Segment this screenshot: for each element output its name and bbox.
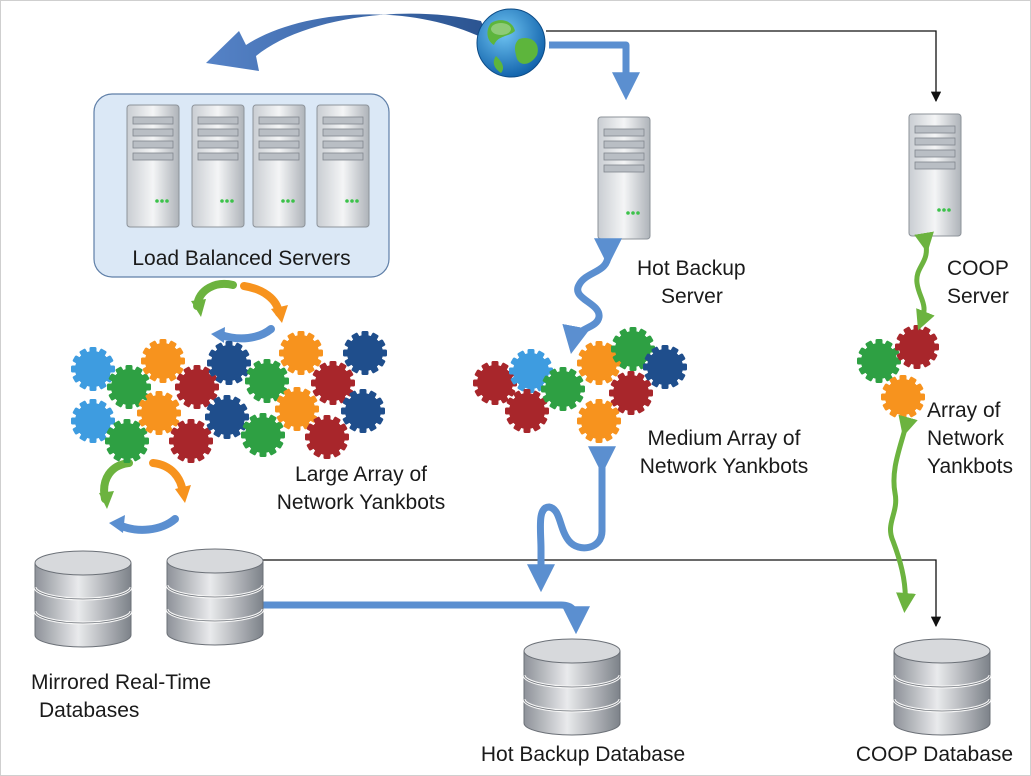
large-array-label-line2: Network Yankbots	[276, 491, 446, 514]
hot-backup-database-label: Hot Backup Database	[480, 743, 686, 766]
gear-icon	[71, 399, 115, 443]
server-icon	[126, 104, 180, 228]
internet-to-servers-arrow	[206, 13, 489, 71]
large-array-label: Large Array of Network Yankbots	[253, 461, 469, 517]
gear-icon	[279, 331, 323, 375]
large-array-label-line1: Large Array of	[295, 463, 427, 486]
globe-icon	[476, 8, 546, 78]
coop-server-to-array-arrow	[914, 231, 935, 331]
array-to-coop-db-arrow	[888, 414, 918, 613]
coop-server-icon	[908, 113, 962, 237]
coop-database-label: COOP Database	[855, 743, 1014, 766]
hot-backup-server-label: Hot Backup Server	[637, 255, 746, 311]
hot-backup-server-label-line2: Server	[661, 285, 723, 308]
array-label-line3: Yankbots	[927, 455, 1013, 478]
gear-icon	[343, 331, 387, 375]
recycle-arrows-icon	[191, 280, 288, 343]
load-balanced-servers-label: Load Balanced Servers	[132, 247, 351, 270]
medium-array-to-hot-backup-db-arrow	[527, 446, 616, 593]
gear-icon	[857, 339, 901, 383]
hot-backup-database-icon	[522, 637, 622, 737]
gear-icon	[341, 389, 385, 433]
array-label: Array of Network Yankbots	[927, 397, 1013, 481]
server-icon	[191, 104, 245, 228]
coop-server-label-line2: Server	[947, 285, 1009, 308]
array-label-line1: Array of	[927, 399, 1001, 422]
gear-icon	[881, 375, 925, 419]
medium-array-label-line2: Network Yankbots	[639, 455, 809, 478]
hot-backup-server-label-line1: Hot Backup	[637, 257, 746, 280]
large-gear-array	[71, 331, 387, 463]
mirrored-db-to-hot-backup-db-arrow	[263, 601, 590, 635]
coop-database-icon	[892, 637, 992, 737]
mirrored-databases-label-line1: Mirrored Real-Time	[31, 671, 212, 694]
mirrored-databases-label-line2: Databases	[39, 699, 140, 722]
mirrored-database-icon	[33, 549, 133, 649]
db-to-coop-db-line	[263, 559, 942, 628]
coop-server-label-line1: COOP	[947, 257, 1009, 280]
medium-array-label-line1: Medium Array of	[647, 427, 801, 450]
globe-to-coop-server-line	[546, 30, 942, 103]
server-icon	[316, 104, 370, 228]
connector-lines	[263, 30, 942, 628]
array-label-line2: Network	[927, 427, 1005, 450]
mirrored-databases-label: Mirrored Real-Time Databases	[31, 669, 211, 725]
gear-icon	[895, 325, 939, 369]
gear-icon	[245, 359, 289, 403]
coop-server-label: COOP Server	[947, 255, 1009, 311]
mirrored-database-icon	[165, 547, 265, 647]
recycle-arrows-icon	[99, 459, 191, 534]
medium-array-label: Medium Array of Network Yankbots	[619, 425, 829, 481]
hot-backup-server-icon	[597, 116, 651, 240]
internet-to-hot-backup-arrow	[549, 41, 640, 101]
server-icon	[252, 104, 306, 228]
hot-backup-server-to-medium-array-arrow	[562, 238, 623, 355]
gear-icon	[311, 361, 355, 405]
gear-icon	[305, 415, 349, 459]
